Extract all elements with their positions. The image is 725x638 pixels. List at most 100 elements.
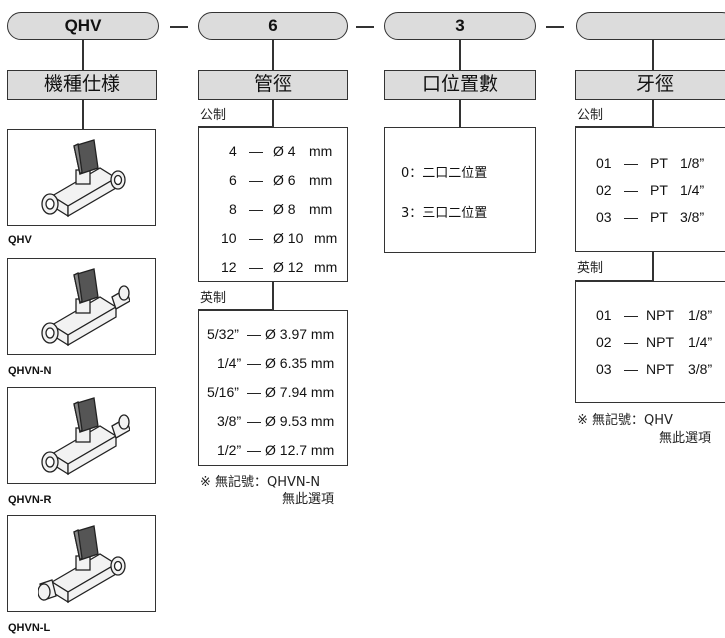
thread-inch-row: 02 — NPT 1/4” [576,333,725,351]
product-label: QHV [8,234,32,246]
pill-separator-2 [356,26,374,28]
connector-col4-top [652,40,654,70]
thread-metric-row: 01 — PT 1/8” [576,154,725,172]
port-option: 0：二口二位置 [401,166,488,181]
row-dash: — [247,442,261,458]
row-dash: — [624,155,638,171]
row-code: 3/8” [217,413,242,429]
row-diameter: Ø 9.53 mm [265,413,335,429]
product-label: QHVN-L [8,622,51,634]
pill-separator-1 [170,26,188,28]
row-diameter: Ø 12 [273,259,304,275]
tube-metric-row: 4 — Ø 4 mm [199,142,349,160]
row-code: 01 [596,155,612,171]
row-dash: — [624,334,638,350]
thread-metric-row: 03 — PT 3/8” [576,208,725,226]
header-thread-size: 牙徑 [575,70,725,100]
row-dash: — [249,201,263,217]
row-size: 3/8” [688,361,713,377]
row-code: 03 [596,209,612,225]
row-dash: — [624,209,638,225]
row-code: 02 [596,334,612,350]
row-code: 10 [221,230,237,246]
ball-valve-icon [41,139,126,218]
connector-col2-metric [272,100,274,127]
row-unit: mm [314,230,338,246]
row-size: 1/8” [680,155,705,171]
row-type: PT [650,209,668,225]
row-code: 5/32” [207,326,239,342]
row-diameter: Ø 6 [273,172,296,188]
tube-metric-row: 8 — Ø 8 mm [199,200,349,218]
row-size: 1/4” [680,182,705,198]
thread-inch-underline [575,280,652,281]
port-option: 3：三口二位置 [401,206,488,221]
row-code: 6 [229,172,237,188]
row-code: 1/2” [217,442,242,458]
thread-note-line1: ※ 無記號：QHV [577,413,673,428]
tube-inch-row: 5/32” — Ø 3.97 mm [199,325,349,343]
ball-valve-icon [41,268,130,347]
row-diameter: Ø 6.35 mm [265,355,335,371]
ball-valve-icon [41,397,130,476]
row-code: 03 [596,361,612,377]
connector-col4-metric [652,100,654,127]
product-label: QHVN-N [8,365,52,377]
tube-inch-row: 3/8” — Ø 9.53 mm [199,412,349,430]
tube-inch-underline [198,309,272,310]
tube-inch-row: 1/4” — Ø 6.35 mm [199,354,349,372]
ball-valve-icon [38,525,126,604]
tube-metric-underline [198,126,272,127]
connector-col3-top [459,40,461,70]
row-size: 3/8” [680,209,705,225]
tube-metric-row: 12 — Ø 12 mm [199,258,349,276]
row-dash: — [247,355,261,371]
thread-inch-box: 01 — NPT 1/8” 02 — NPT 1/4” 03 — NPT 3/8… [575,281,725,403]
row-size: 1/4” [688,334,713,350]
row-dash: — [247,384,261,400]
code-pill-model: QHV [7,12,159,40]
code-pill-ports: 3 [384,12,536,40]
thread-metric-row: 02 — PT 1/4” [576,181,725,199]
row-unit: mm [309,143,333,159]
row-dash: — [249,172,263,188]
row-type: PT [650,155,668,171]
product-image-qhvn-l [7,515,156,612]
row-unit: mm [314,259,338,275]
header-model-spec: 機種仕様 [7,70,157,100]
row-diameter: Ø 12.7 mm [265,442,335,458]
product-label: QHVN-R [8,494,52,506]
connector-col3-mid [459,100,461,127]
row-dash: — [624,182,638,198]
connector-col2-top [272,40,274,70]
row-dash: — [249,143,263,159]
row-diameter: Ø 3.97 mm [265,326,335,342]
header-tube-diameter: 管徑 [198,70,348,100]
row-code: 5/16” [207,384,239,400]
ports-box: 0：二口二位置 3：三口二位置 [384,127,536,253]
thread-metric-underline [575,126,652,127]
tube-inch-box: 5/32” — Ø 3.97 mm 1/4” — Ø 6.35 mm 5/16”… [198,310,348,466]
row-diameter: Ø 4 [273,143,296,159]
row-diameter: Ø 8 [273,201,296,217]
tube-metric-row: 6 — Ø 6 mm [199,171,349,189]
thread-metric-label: 公制 [577,108,604,123]
row-dash: — [624,361,638,377]
row-dash: — [624,307,638,323]
tube-metric-label: 公制 [200,108,227,123]
row-code: 1/4” [217,355,242,371]
connector-col4-inch [652,252,654,281]
tube-inch-label: 英制 [200,291,227,306]
tube-note-line2: 無此選項 [282,492,335,507]
row-dash: — [247,326,261,342]
header-port-positions: 口位置數 [384,70,536,100]
connector-col1-mid [82,100,84,129]
row-diameter: Ø 7.94 mm [265,384,335,400]
row-code: 8 [229,201,237,217]
connector-col1-top [82,40,84,70]
thread-inch-row: 03 — NPT 3/8” [576,360,725,378]
product-image-qhv [7,129,156,226]
connector-col2-inch [272,282,274,310]
row-unit: mm [309,172,333,188]
row-code: 4 [229,143,237,159]
